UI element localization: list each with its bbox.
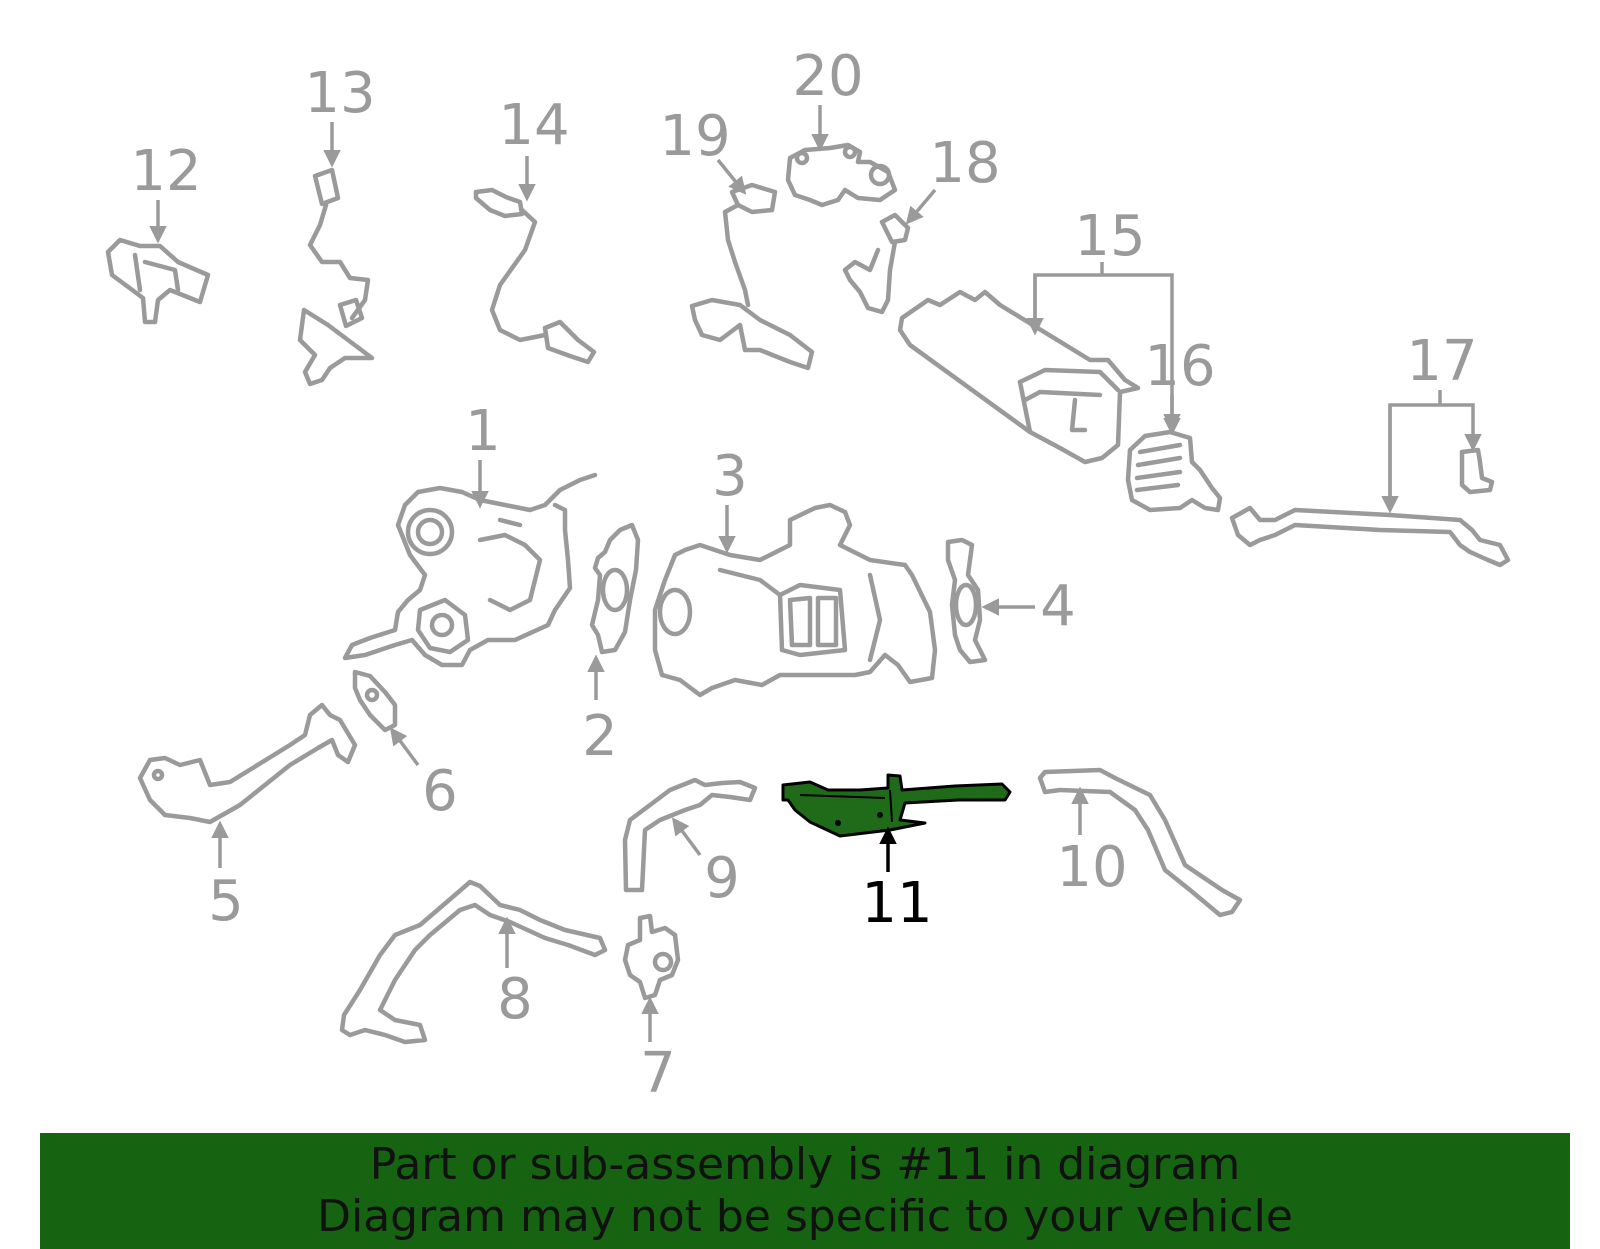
part-13 bbox=[297, 167, 375, 387]
callout-16: 16 bbox=[1144, 334, 1215, 399]
part-5 bbox=[137, 702, 358, 825]
part-9 bbox=[622, 777, 758, 893]
callout-20: 20 bbox=[792, 44, 863, 109]
callout-1: 1 bbox=[465, 399, 501, 464]
callout-labels: 12 13 14 19 20 18 15 16 17 1 3 4 2 6 5 9… bbox=[130, 44, 1477, 1106]
part-20 bbox=[785, 142, 898, 208]
callout-14: 14 bbox=[498, 93, 569, 158]
part-7 bbox=[622, 913, 681, 1001]
part-15 bbox=[897, 289, 1141, 465]
part-17 bbox=[1229, 447, 1511, 568]
callout-17: 17 bbox=[1406, 329, 1477, 394]
part-12 bbox=[105, 237, 211, 325]
callout-3: 3 bbox=[712, 444, 748, 509]
callout-12: 12 bbox=[130, 139, 201, 204]
part-6 bbox=[352, 669, 398, 733]
callout-11[interactable]: 11 bbox=[861, 871, 932, 936]
part-3 bbox=[652, 502, 938, 698]
callout-9: 9 bbox=[704, 846, 740, 911]
callout-18: 18 bbox=[929, 131, 1000, 196]
leader-lines bbox=[149, 105, 1482, 1042]
banner-line-1: Part or sub-assembly is #11 in diagram bbox=[369, 1139, 1241, 1190]
callout-2: 2 bbox=[582, 704, 618, 769]
callout-13: 13 bbox=[304, 61, 375, 126]
part-4 bbox=[945, 537, 988, 665]
callout-4: 4 bbox=[1040, 574, 1076, 639]
part-1 bbox=[342, 472, 598, 668]
parts-diagram: 12 13 14 19 20 18 15 16 17 1 3 4 2 6 5 9… bbox=[105, 44, 1511, 1106]
part-14 bbox=[473, 187, 597, 365]
callout-10: 10 bbox=[1056, 835, 1127, 900]
callout-8: 8 bbox=[497, 967, 533, 1032]
part-2 bbox=[589, 522, 641, 655]
callout-19: 19 bbox=[659, 104, 730, 169]
part-8 bbox=[339, 879, 608, 1045]
callout-5: 5 bbox=[208, 869, 244, 934]
part-16 bbox=[1125, 429, 1223, 513]
part-19 bbox=[689, 182, 815, 371]
callout-6: 6 bbox=[422, 759, 458, 824]
banner-line-2: Diagram may not be specific to your vehi… bbox=[317, 1191, 1293, 1242]
part-11-highlighted[interactable] bbox=[781, 773, 1012, 838]
part-10 bbox=[1037, 767, 1243, 918]
info-banner: Part or sub-assembly is #11 in diagram D… bbox=[40, 1133, 1570, 1249]
callout-15: 15 bbox=[1074, 204, 1145, 269]
part-18 bbox=[842, 212, 911, 315]
callout-7: 7 bbox=[640, 1041, 676, 1106]
